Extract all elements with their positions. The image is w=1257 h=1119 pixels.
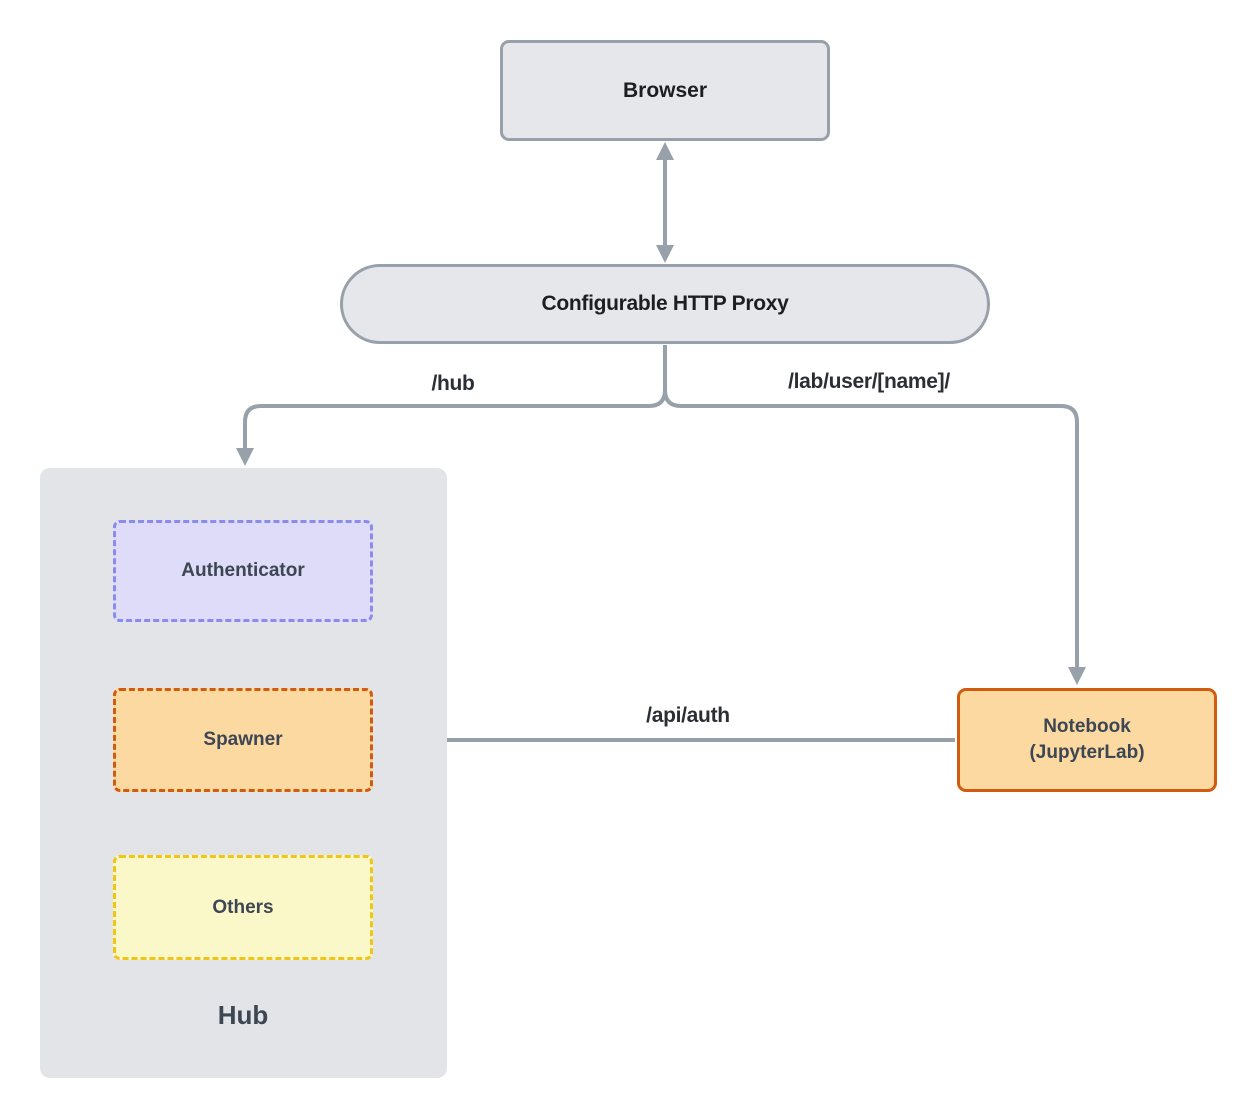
edge-label-api-auth-path: /api/auth: [646, 704, 730, 727]
edge-label-hub-path: /hub: [431, 372, 475, 395]
proxy-label: Configurable HTTP Proxy: [541, 292, 789, 315]
spawner-label: Spawner: [203, 729, 283, 750]
hub-label: Hub: [217, 1000, 269, 1030]
browser-node: Browser: [500, 40, 830, 141]
browser-label: Browser: [622, 78, 708, 102]
edge-label-lab-user-path: /lab/user/[name]/: [788, 370, 950, 393]
arrowhead-down-icon: [236, 448, 254, 466]
others-node: Others: [113, 855, 373, 960]
arrowhead-down-icon: [656, 245, 674, 263]
authenticator-node: Authenticator: [113, 520, 373, 622]
configurable-http-proxy-node: Configurable HTTP Proxy: [340, 264, 990, 344]
spawner-node: Spawner: [113, 688, 373, 792]
edge-browser-proxy: [656, 142, 674, 263]
notebook-label: Notebook: [1043, 716, 1131, 738]
arrowhead-up-icon: [656, 142, 674, 160]
others-label: Others: [212, 896, 274, 918]
authenticator-label: Authenticator: [181, 560, 305, 581]
edge-proxy-notebook: [663, 345, 1086, 685]
edge-proxy-hub: [236, 345, 667, 466]
notebook-sublabel: (JupyterLab): [1029, 742, 1145, 763]
edge-notebook-spawner: [377, 731, 955, 749]
arrowhead-down-icon: [1068, 667, 1086, 685]
notebook-node: Notebook (JupyterLab): [957, 688, 1217, 792]
